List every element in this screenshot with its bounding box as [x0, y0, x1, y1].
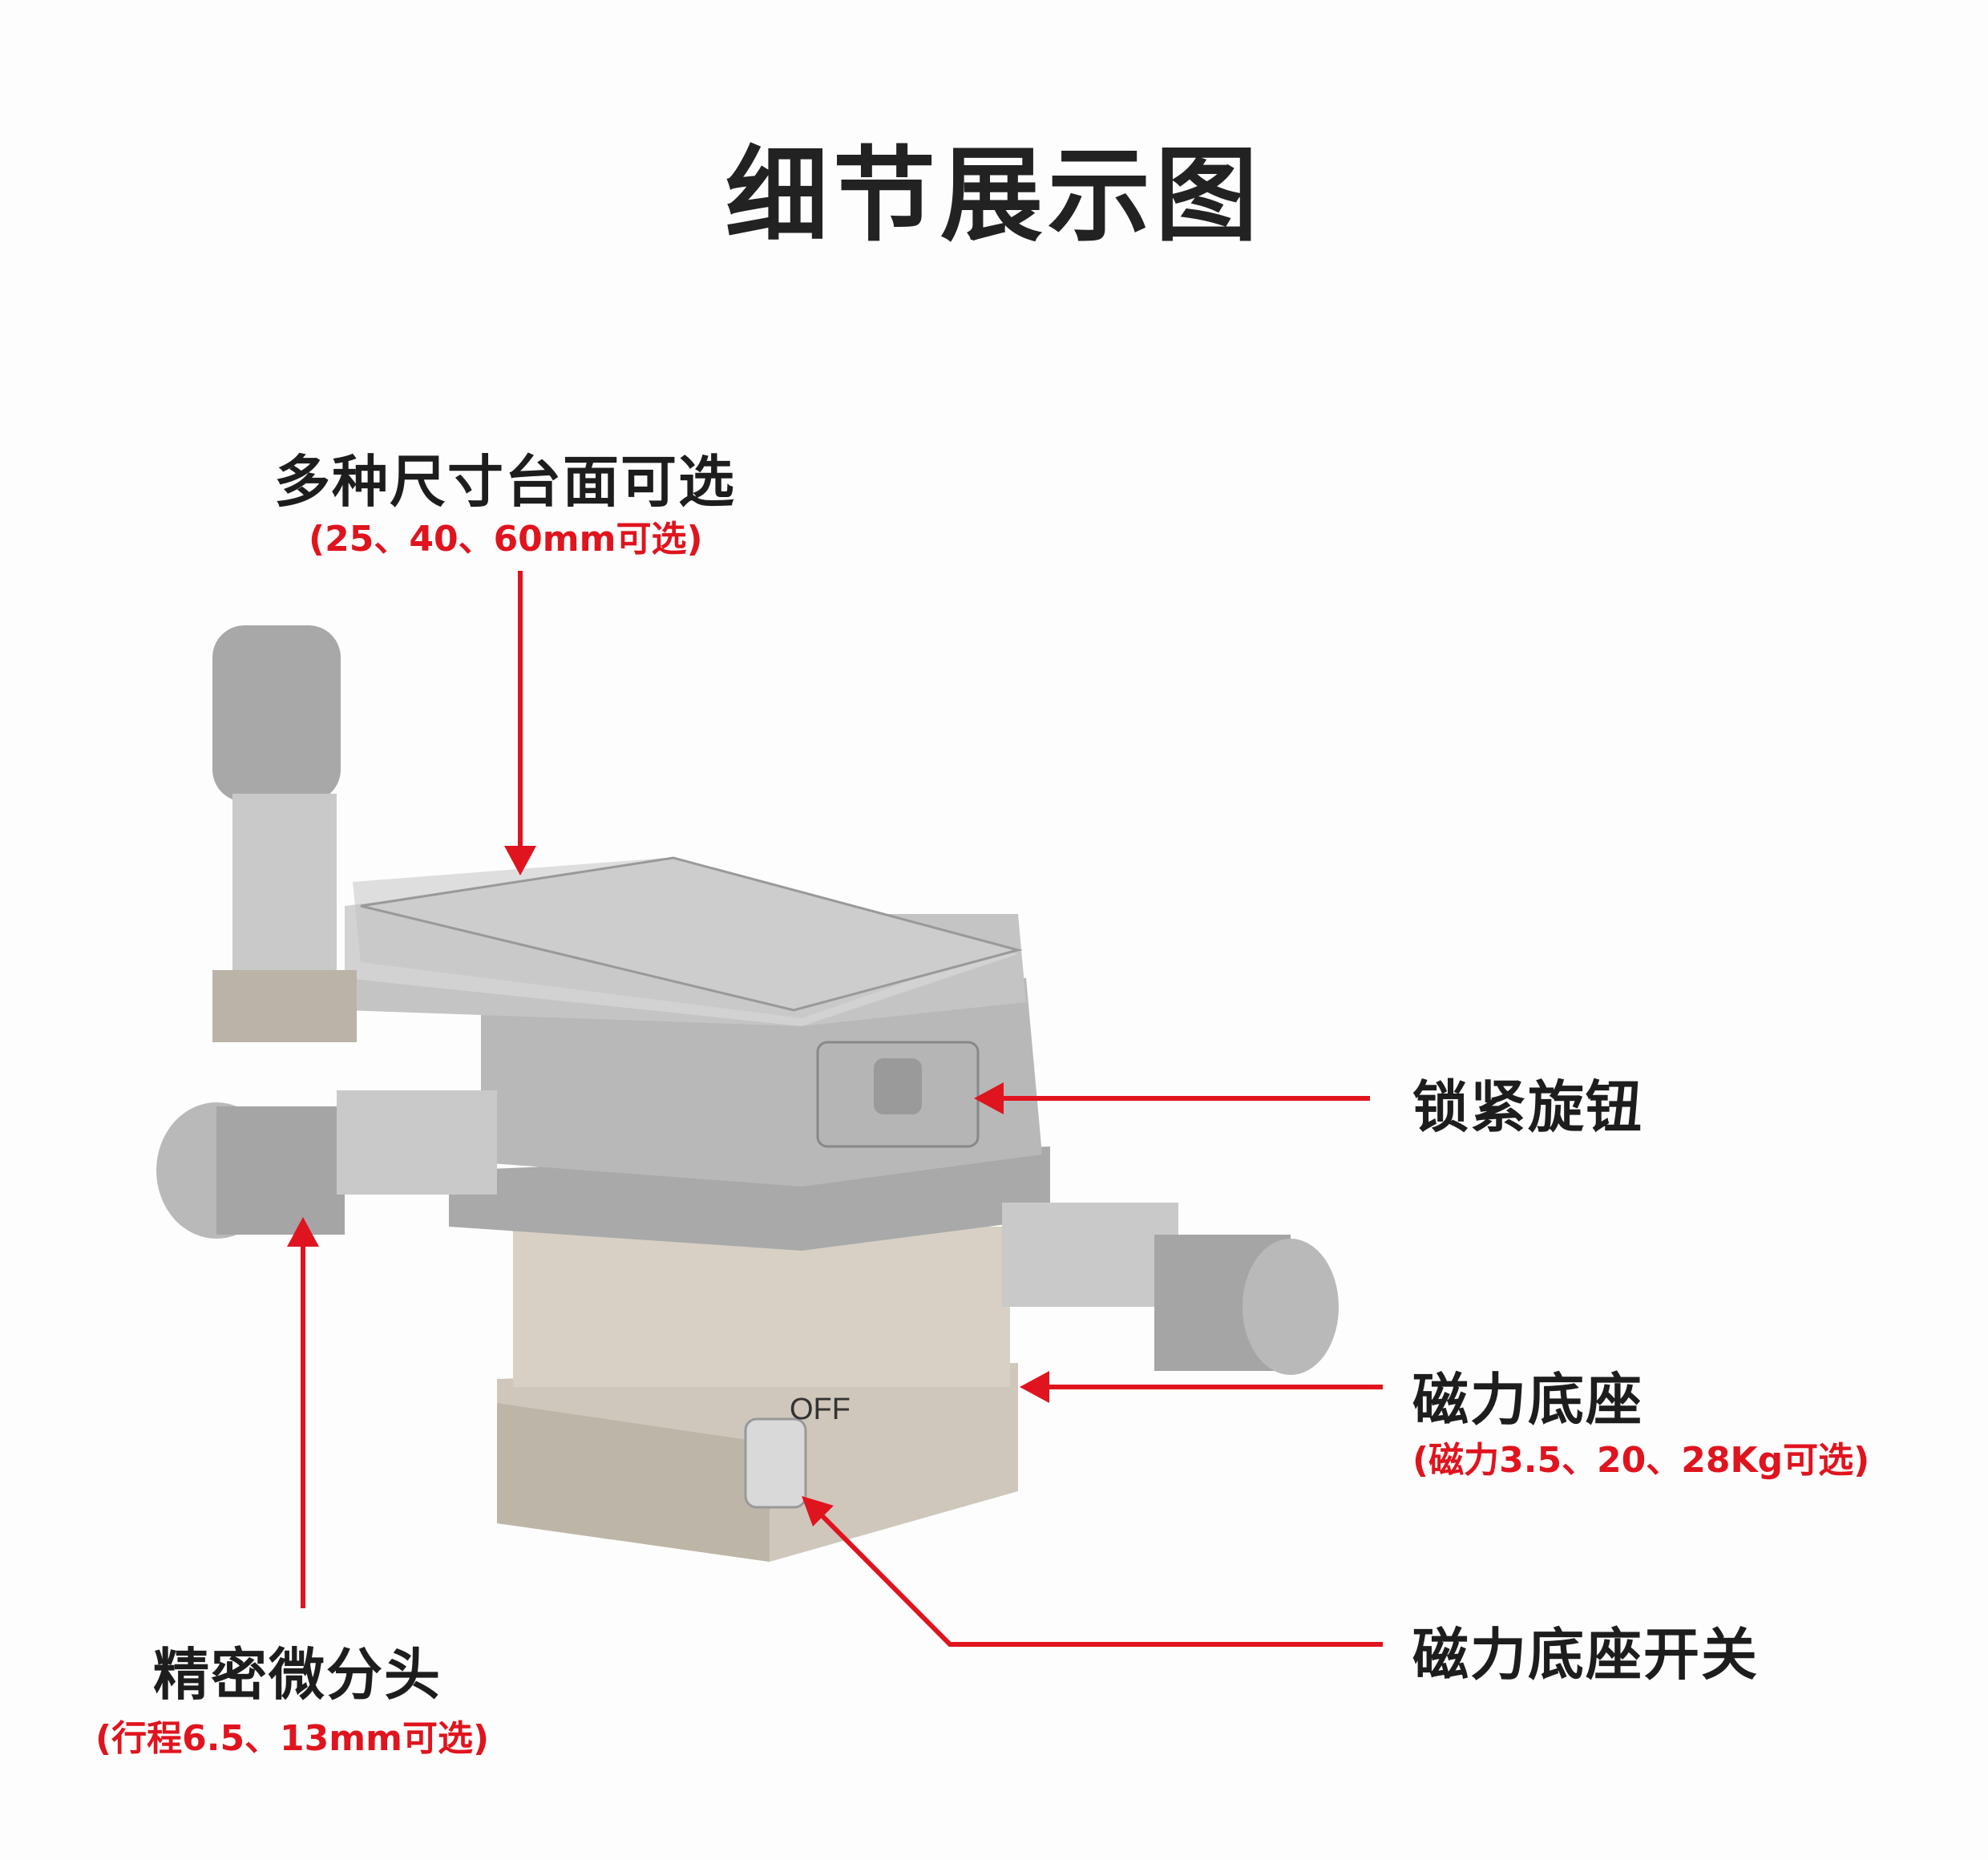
lock-knob-label: 锁紧旋钮	[1412, 1074, 1643, 1140]
switch-off-text: OFF	[790, 1393, 851, 1426]
magnetic-base-note: (磁力3.5、20、28Kg可选)	[1412, 1440, 1870, 1481]
callout-lines	[301, 571, 1383, 1647]
magnetic-switch-arrow	[815, 1509, 1383, 1647]
micrometer-label: 精密微分头	[153, 1642, 442, 1708]
magnetic-switch-label: 磁力底座开关	[1412, 1622, 1759, 1688]
arrowhead-icon	[1020, 1371, 1049, 1403]
page-title: 细节展示图	[725, 136, 1263, 256]
platform-label: 多种尺寸台面可选	[274, 449, 736, 515]
arrowhead-icon	[504, 846, 536, 875]
magnetic-base-label: 磁力底座	[1412, 1367, 1643, 1433]
platform-note: (25、40、60mm可选)	[309, 519, 703, 560]
xy-stage-photo	[156, 625, 1339, 1562]
micrometer-note: (行程6.5、13mm可选)	[95, 1718, 490, 1759]
arrowhead-icon	[802, 1496, 834, 1526]
arrowhead-icon	[974, 1082, 1004, 1114]
arrowhead-icon	[287, 1217, 319, 1247]
arrowheads	[287, 846, 1049, 1526]
